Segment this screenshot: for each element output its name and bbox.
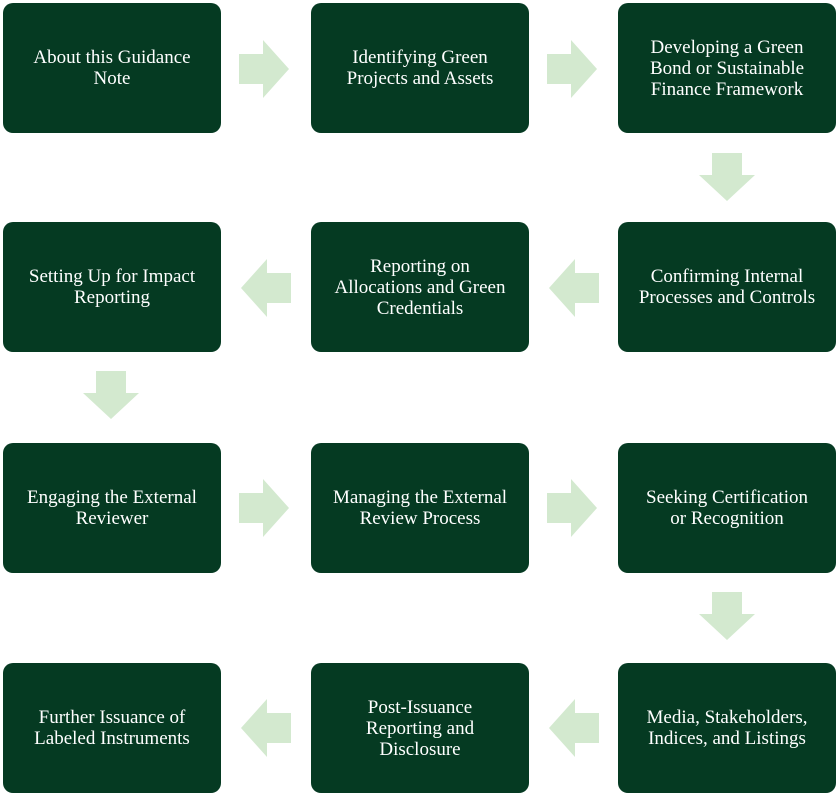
arrow-left-icon: [549, 259, 599, 317]
step-label: Setting Up for Impact Reporting: [28, 266, 196, 308]
step-developing-framework: Developing a Green Bond or Sustainable F…: [618, 3, 836, 133]
arrow-down-icon: [83, 371, 139, 419]
step-further-issuance: Further Issuance of Labeled Instruments: [3, 663, 221, 793]
step-label: Post-Issuance Reporting and Disclosure: [365, 696, 475, 760]
step-reporting-on-allocations: Reporting on Allocations and Green Crede…: [311, 222, 529, 352]
step-confirming-internal-processes: Confirming Internal Processes and Contro…: [618, 222, 836, 352]
step-managing-external-review: Managing the External Review Process: [311, 443, 529, 573]
step-label: About this Guidance Note: [33, 47, 191, 89]
step-setting-up-impact-reporting: Setting Up for Impact Reporting: [3, 222, 221, 352]
step-seeking-certification: Seeking Certification or Recognition: [618, 443, 836, 573]
arrow-right-icon: [239, 479, 289, 537]
step-about-guidance-note: About this Guidance Note: [3, 3, 221, 133]
step-label: Reporting on Allocations and Green Crede…: [334, 255, 506, 319]
arrow-right-icon: [547, 40, 597, 98]
arrow-left-icon: [241, 259, 291, 317]
arrow-left-icon: [549, 699, 599, 757]
arrow-down-icon: [699, 592, 755, 640]
step-label: Engaging the External Reviewer: [27, 487, 197, 529]
step-label: Seeking Certification or Recognition: [646, 487, 808, 529]
step-label: Identifying Green Projects and Assets: [346, 47, 494, 89]
step-post-issuance-reporting: Post-Issuance Reporting and Disclosure: [311, 663, 529, 793]
step-label: Media, Stakeholders, Indices, and Listin…: [646, 707, 808, 749]
arrow-right-icon: [239, 40, 289, 98]
arrow-right-icon: [547, 479, 597, 537]
step-label: Developing a Green Bond or Sustainable F…: [649, 36, 805, 100]
step-label: Confirming Internal Processes and Contro…: [638, 266, 816, 308]
step-identifying-green-projects: Identifying Green Projects and Assets: [311, 3, 529, 133]
step-media-stakeholders: Media, Stakeholders, Indices, and Listin…: [618, 663, 836, 793]
step-label: Managing the External Review Process: [332, 487, 508, 529]
step-label: Further Issuance of Labeled Instruments: [34, 707, 190, 749]
arrow-down-icon: [699, 153, 755, 201]
step-engaging-external-reviewer: Engaging the External Reviewer: [3, 443, 221, 573]
arrow-left-icon: [241, 699, 291, 757]
